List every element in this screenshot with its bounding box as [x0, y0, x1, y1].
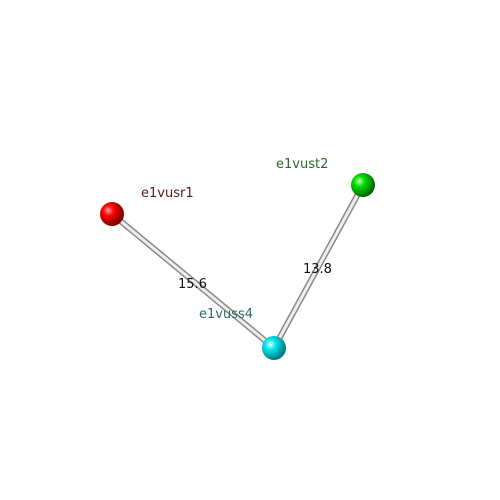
atom-label-green: e1vust2: [276, 157, 328, 172]
bond-red-cyan: [109, 211, 277, 351]
atom-cyan-sphere[interactable]: [262, 336, 286, 360]
distance-label-red-cyan: 15.6: [178, 277, 207, 292]
atom-label-cyan: e1vuss4: [199, 307, 253, 322]
bond-green-cyan: [271, 182, 366, 351]
atom-green-sphere[interactable]: [351, 173, 375, 197]
atom-red-sphere[interactable]: [100, 202, 124, 226]
atom-label-red: e1vusr1: [141, 186, 194, 201]
distance-label-green-cyan: 13.8: [303, 262, 332, 277]
